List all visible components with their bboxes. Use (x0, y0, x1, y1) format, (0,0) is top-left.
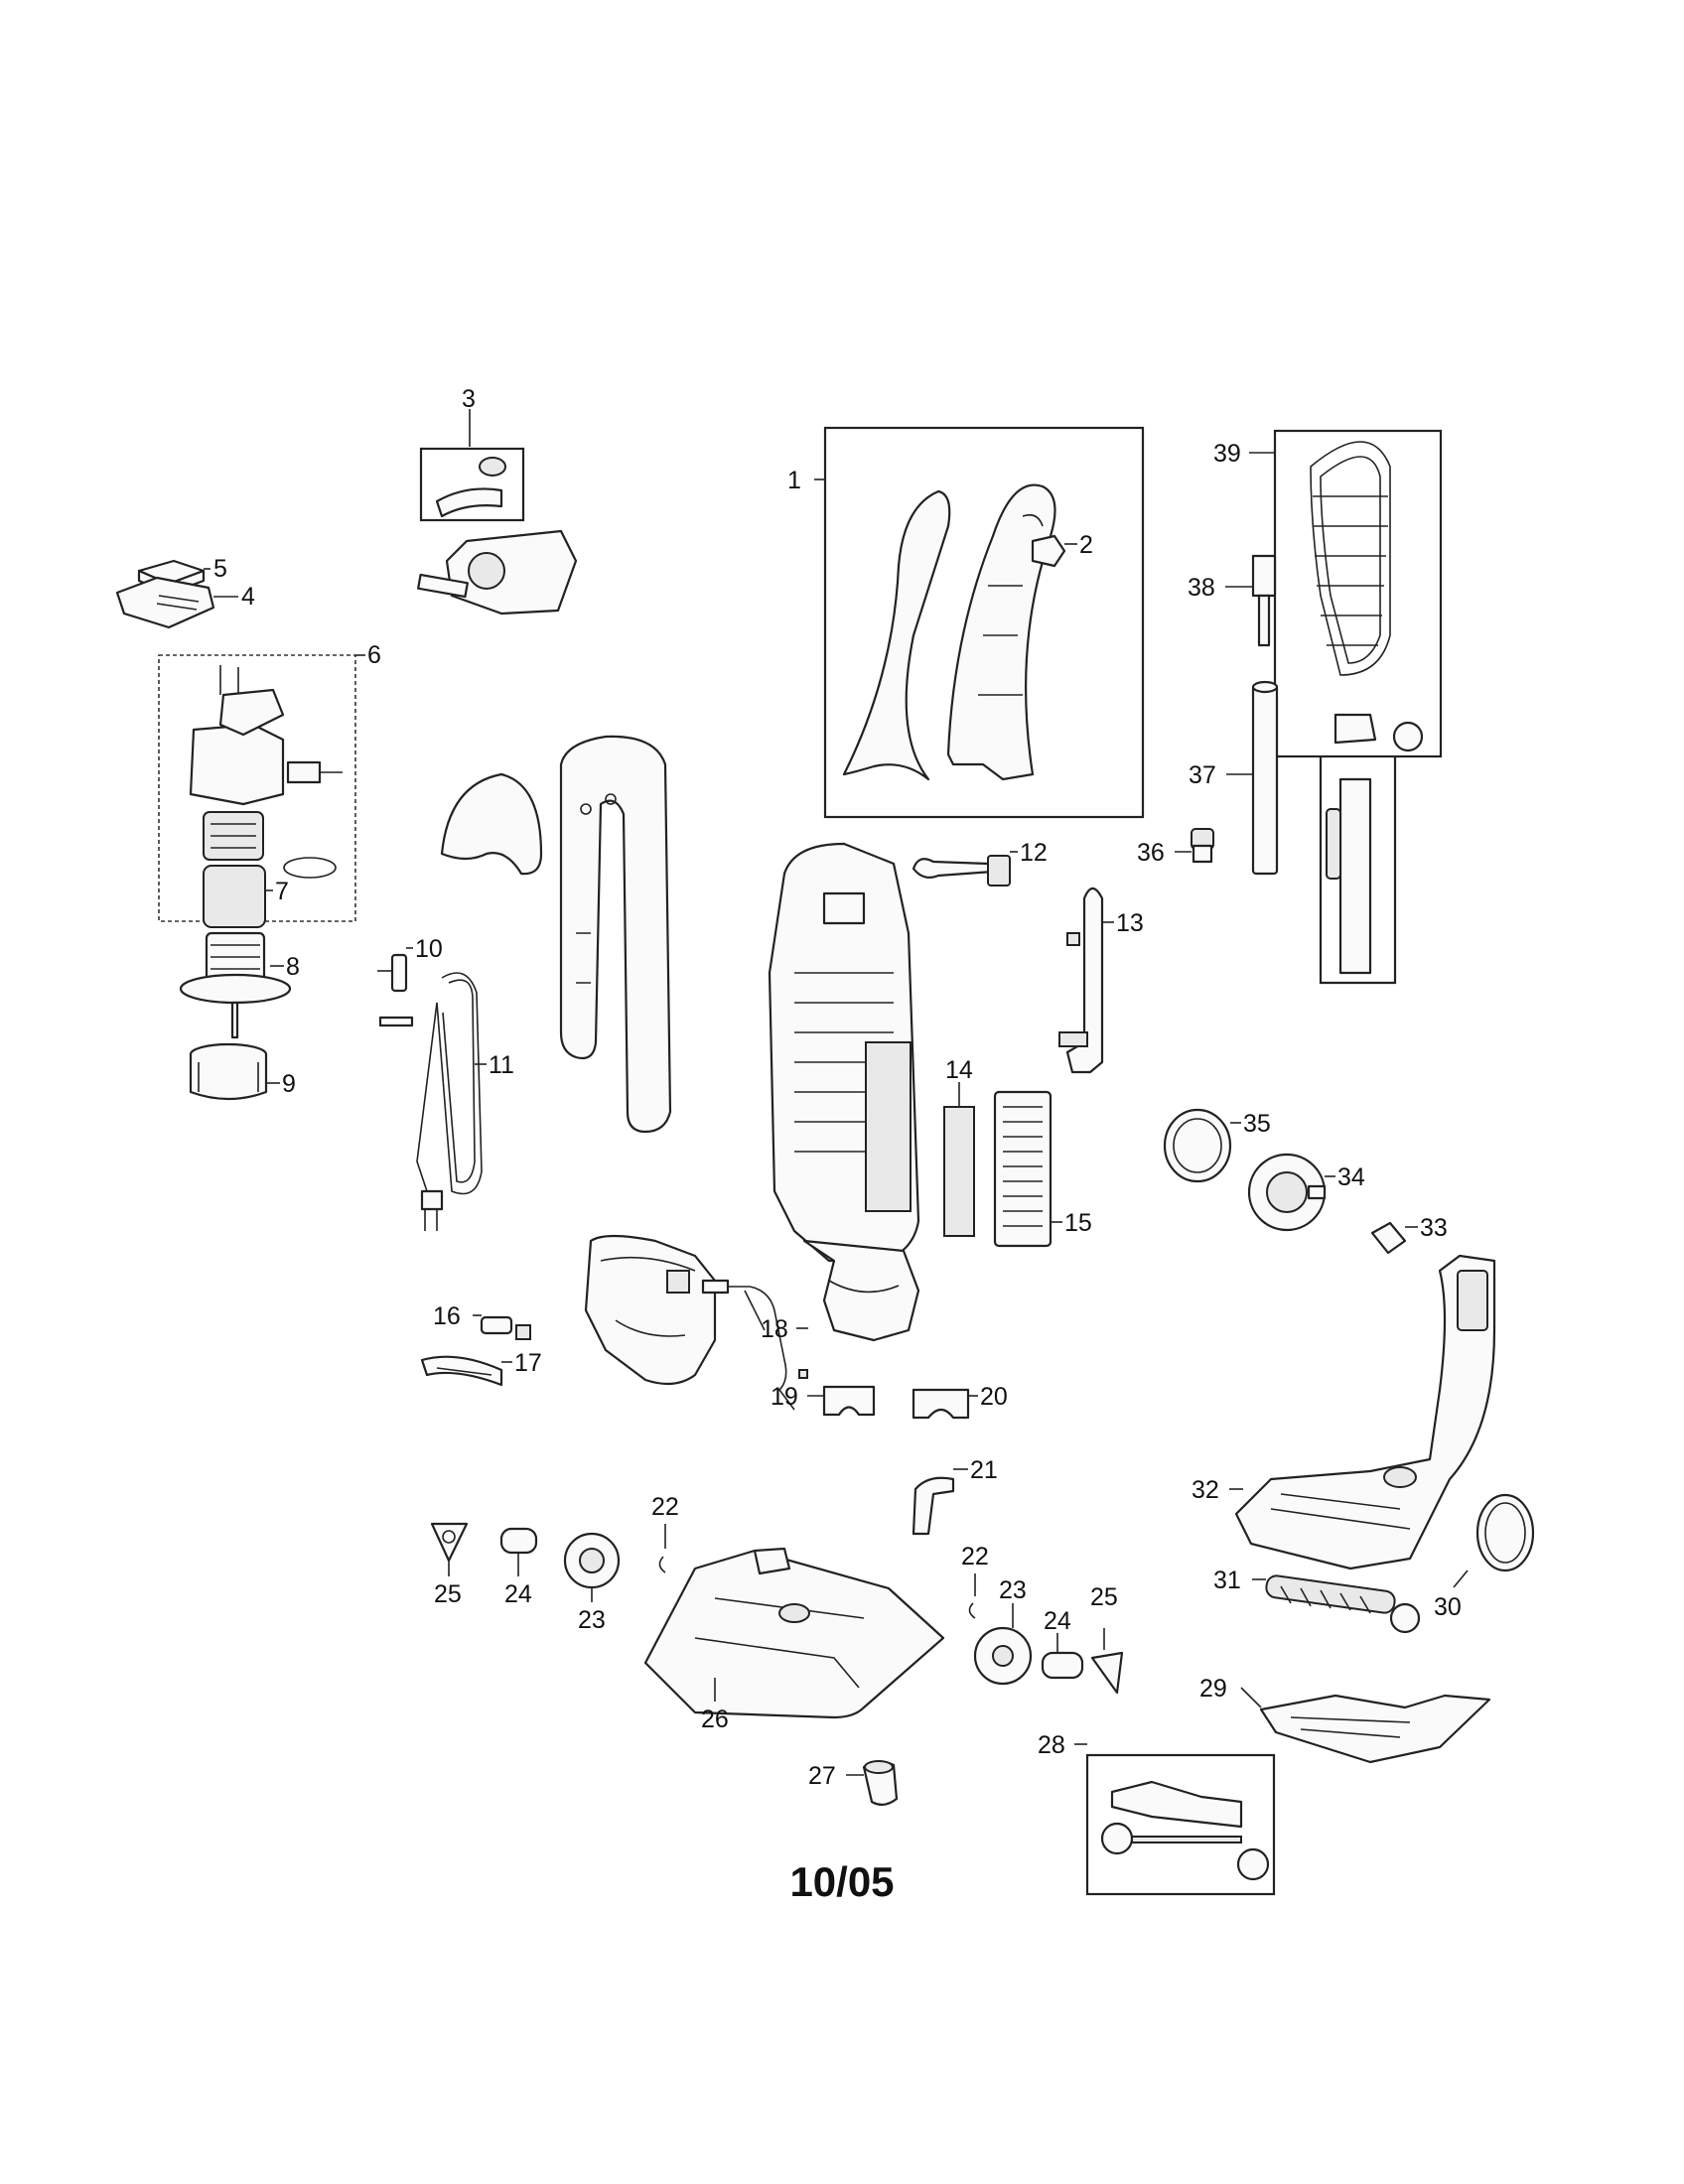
part-39-hose-assembly (1273, 429, 1443, 758)
callout-22-left: 22 (651, 1493, 679, 1521)
callout-20: 20 (980, 1383, 1008, 1411)
callout-30: 30 (1434, 1593, 1462, 1621)
callout-35: 35 (1243, 1110, 1271, 1138)
callout-10: 10 (415, 935, 443, 963)
callout-14: 14 (945, 1056, 973, 1084)
callout-25-right: 25 (1090, 1583, 1118, 1611)
part-36-dusting-brush (1191, 828, 1214, 864)
callout-12: 12 (1020, 839, 1048, 867)
revision-date: 10/05 (789, 1858, 895, 1905)
callout-24-left: 24 (504, 1580, 532, 1608)
part-11-power-cord (378, 972, 483, 1231)
part-6-oring (283, 857, 337, 879)
part-16-switch (480, 1315, 531, 1340)
part-12-lever (912, 855, 1011, 887)
handle-frame (559, 735, 672, 1134)
callout-27: 27 (808, 1762, 836, 1790)
part-19-bracket (822, 1385, 876, 1417)
part-13-latch (1058, 887, 1104, 1074)
part-21-lever-arm (912, 1476, 955, 1536)
part-20-bracket (912, 1388, 970, 1420)
part-24-left-axle (499, 1527, 538, 1555)
callout-23-right: 23 (999, 1576, 1027, 1604)
main-body (768, 842, 920, 1342)
part-31-brush-roll (1265, 1574, 1421, 1634)
callout-7: 7 (275, 878, 289, 905)
part-18-wiring (701, 1279, 808, 1411)
callout-13: 13 (1116, 909, 1144, 937)
part-10-cord-hook (377, 953, 408, 993)
part-6-motor-filter (203, 811, 264, 861)
callout-33: 33 (1420, 1214, 1448, 1242)
callout-15: 15 (1064, 1209, 1092, 1237)
callout-1: 1 (787, 467, 801, 494)
part-26-base-housing (643, 1547, 945, 1719)
part-25-right-cap (1090, 1651, 1124, 1695)
callout-31: 31 (1213, 1567, 1241, 1594)
part-17-pedal (420, 1355, 503, 1387)
part-30-belt (1475, 1493, 1535, 1572)
callout-4: 4 (241, 583, 255, 611)
callout-26: 26 (701, 1706, 729, 1733)
callout-38: 38 (1188, 574, 1215, 602)
part-32-nozzle-assembly (1234, 1254, 1496, 1570)
part-35-ring (1163, 1108, 1232, 1183)
part-28-agitator-assembly (1085, 1753, 1276, 1896)
callout-28: 28 (1038, 1731, 1065, 1759)
callouts: 3 5 4 6 7 8 9 10 11 1 2 39 38 37 36 12 1 (204, 385, 1469, 1790)
part-2-clip (1031, 534, 1066, 568)
callout-11: 11 (489, 1051, 514, 1079)
callout-19: 19 (771, 1383, 798, 1411)
part-3-motor-cover-assembly (417, 447, 578, 615)
callout-25-left: 25 (434, 1580, 462, 1608)
callout-23-left: 23 (578, 1606, 606, 1634)
callout-24-right: 24 (1044, 1607, 1071, 1635)
part-23-left-wheel (563, 1532, 621, 1589)
part-7-foam-filter (203, 865, 266, 928)
callout-16: 16 (433, 1302, 461, 1330)
part-22-right-clip (968, 1602, 976, 1619)
callout-9: 9 (282, 1070, 296, 1098)
part-33-clip (1370, 1221, 1407, 1255)
part-1-handle-cover-assembly (823, 426, 1145, 819)
part-27-fitting (862, 1760, 899, 1806)
callout-5: 5 (213, 555, 227, 583)
callout-34: 34 (1337, 1163, 1365, 1191)
callout-32: 32 (1192, 1476, 1219, 1504)
dome-cover (440, 772, 543, 876)
callout-37: 37 (1189, 761, 1216, 789)
callout-36: 36 (1137, 839, 1165, 867)
callout-29: 29 (1199, 1675, 1227, 1703)
callout-8: 8 (286, 953, 300, 981)
part-4-filter-holder (115, 576, 215, 629)
part-25-left-cap (430, 1522, 469, 1563)
callout-2: 2 (1079, 531, 1093, 559)
part-29-bottom-plate (1259, 1694, 1491, 1764)
part-37-extension-wand (1251, 680, 1279, 876)
part-15-grill (993, 1090, 1052, 1248)
callout-22-right: 22 (961, 1543, 989, 1570)
part-6-dirt-cup-assembly (158, 654, 356, 922)
callout-3: 3 (462, 385, 476, 413)
part-24-right-axle (1041, 1651, 1084, 1680)
callout-6: 6 (367, 641, 381, 669)
callout-17: 17 (514, 1349, 542, 1377)
part-34-motor (1247, 1153, 1327, 1232)
part-38-crevice-tool (1251, 554, 1277, 647)
part-14-filter (943, 1106, 975, 1237)
part-23-right-wheel (973, 1626, 1033, 1686)
callout-18: 18 (761, 1315, 788, 1343)
callout-39: 39 (1213, 440, 1241, 468)
callout-21: 21 (970, 1456, 998, 1484)
part-8-cyclone-separator (179, 931, 292, 1039)
part-22-left-clip (658, 1556, 666, 1573)
part-39-wand (1319, 756, 1397, 985)
motor-housing (584, 1234, 717, 1386)
part-9-dirt-cup-bottom (189, 1042, 268, 1101)
